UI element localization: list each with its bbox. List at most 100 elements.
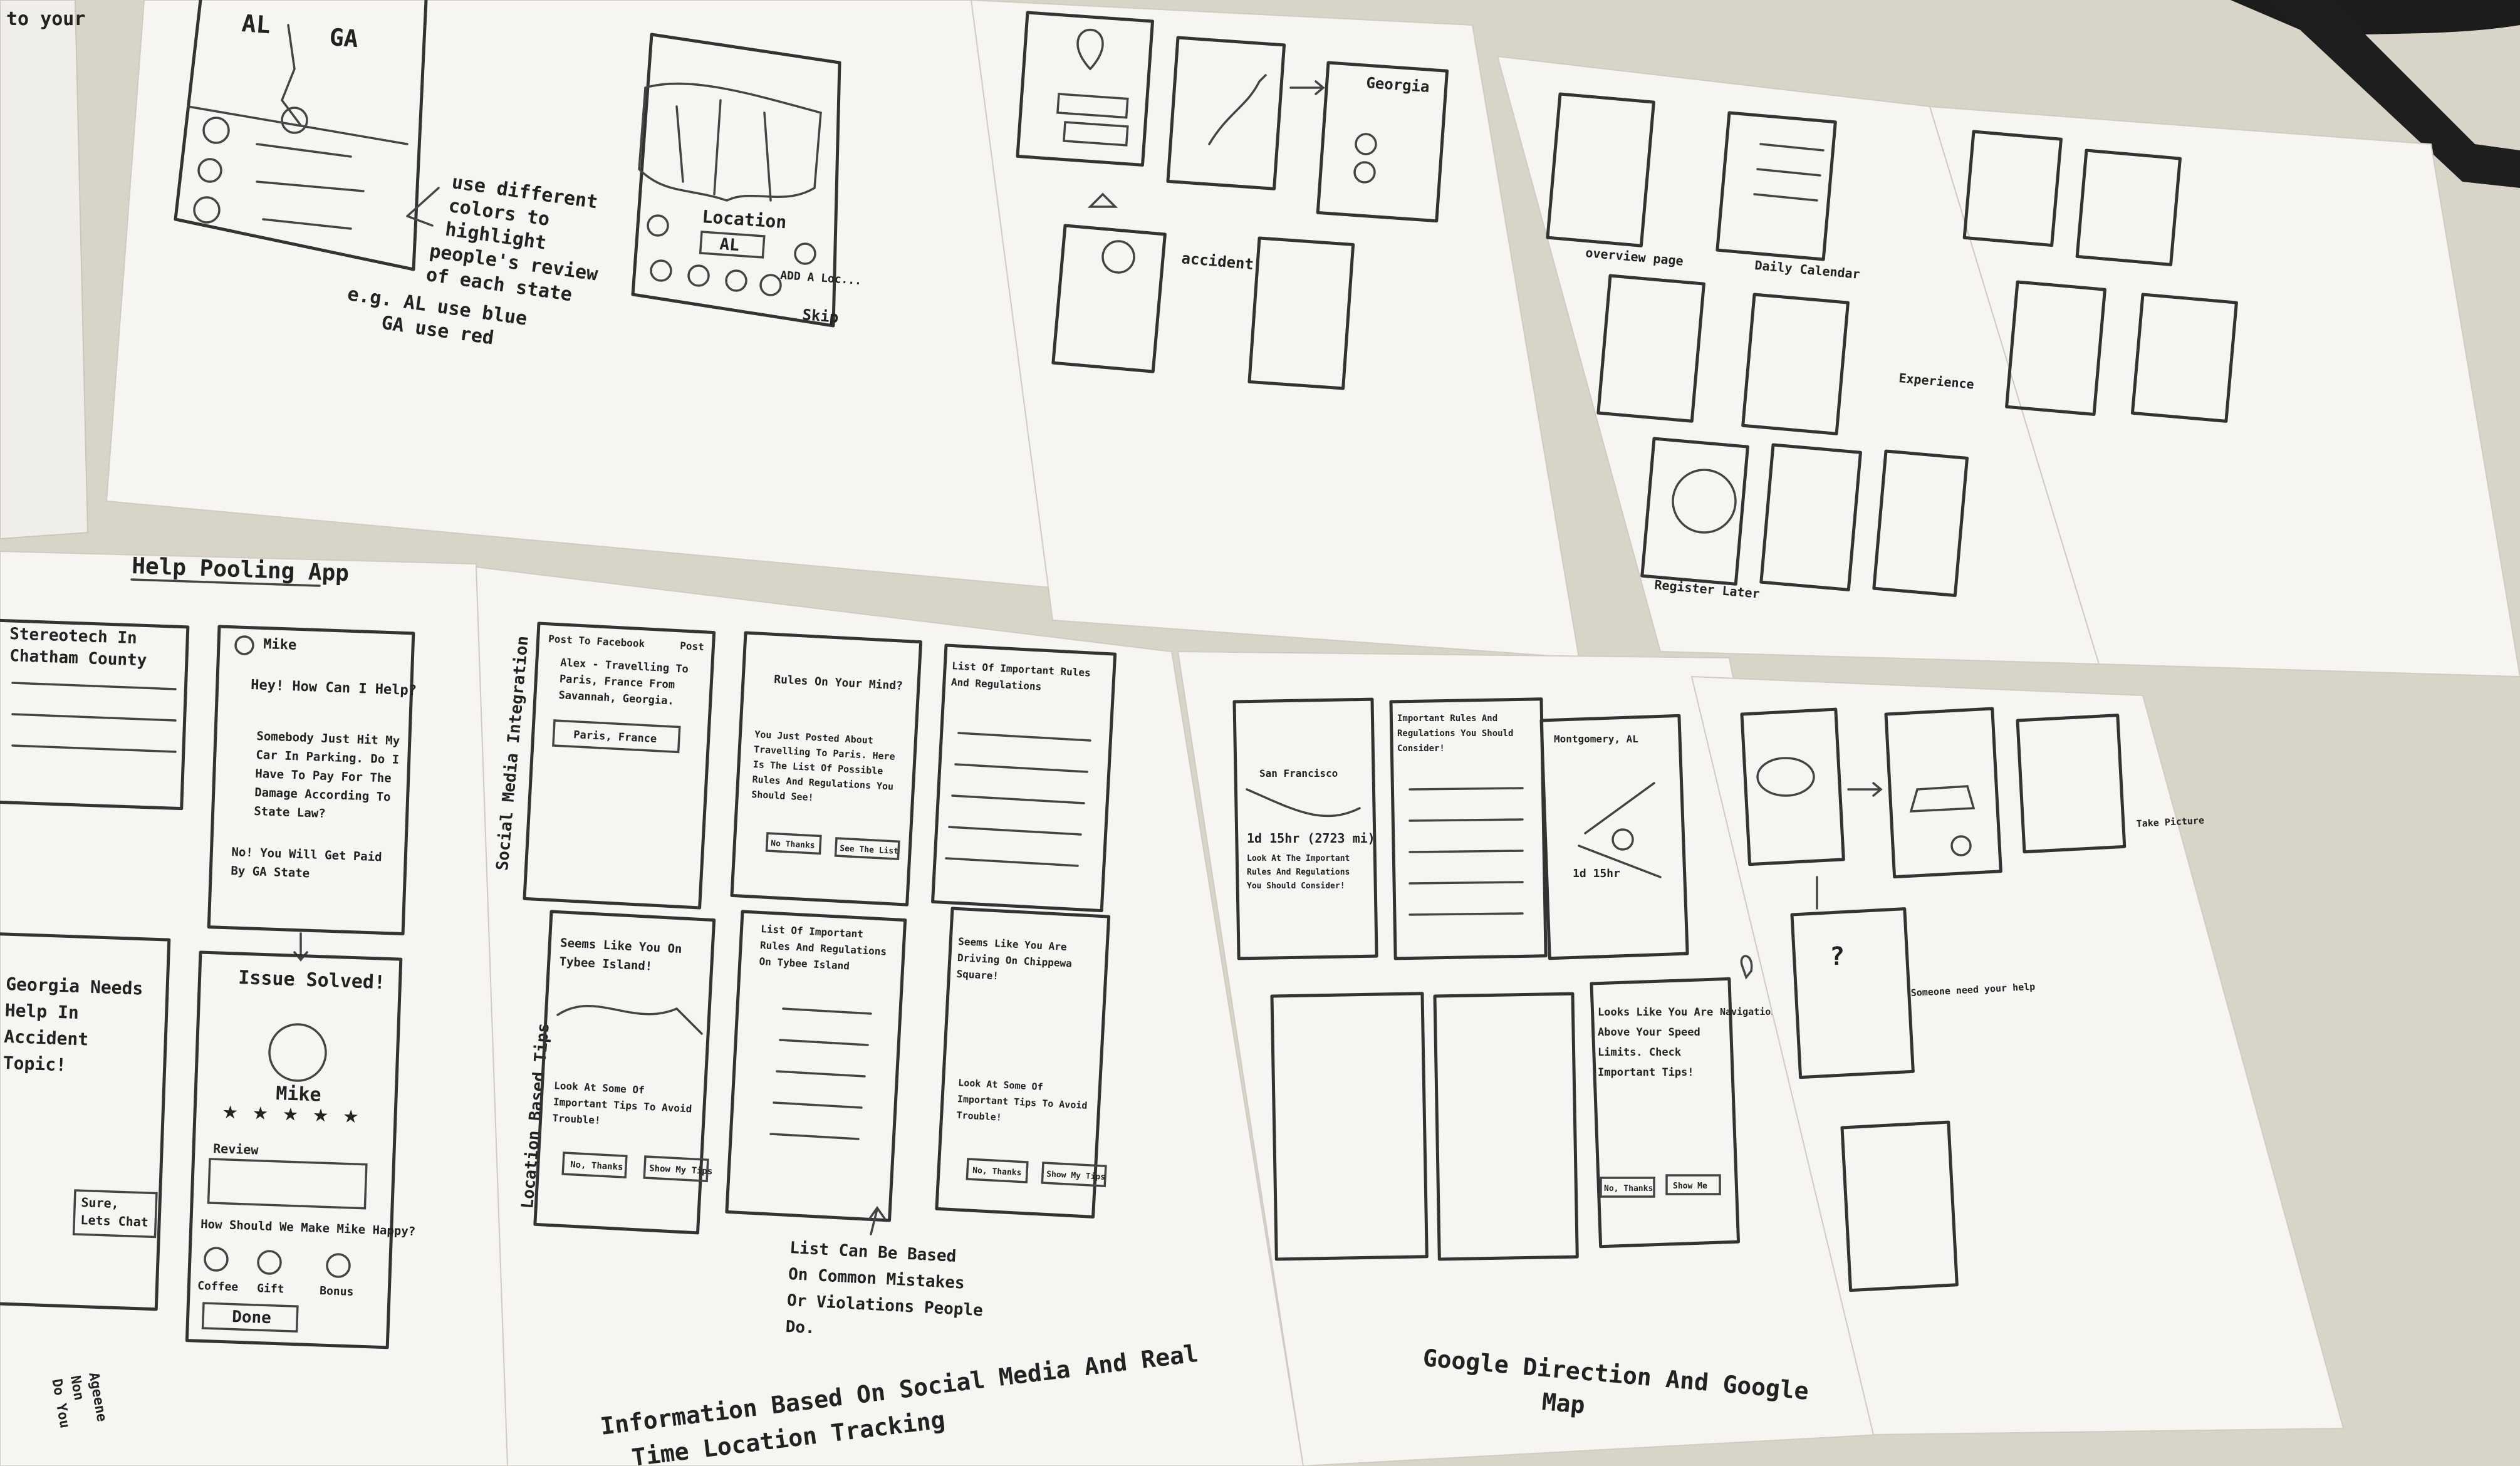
island-rules-box: List Of Important Rules And Regulations … <box>759 922 887 972</box>
bonus-icon[interactable] <box>326 1253 351 1278</box>
sheet-states-paper <box>105 0 1066 590</box>
flow-input-1[interactable] <box>1056 93 1129 119</box>
minus-icon[interactable] <box>647 214 669 237</box>
done-button-label: Done <box>232 1307 272 1328</box>
warning-icon <box>1087 192 1118 208</box>
nav-position-icon <box>1611 828 1634 851</box>
right-screen-2 <box>2075 148 2182 266</box>
table-edge <box>1942 0 2520 38</box>
chat-screen-4 <box>1790 907 1915 1079</box>
google-rules-box: Important Rules And Regulations You Shou… <box>1397 714 1513 754</box>
post-place-chip[interactable] <box>552 719 681 754</box>
annotation-arrow <box>868 1205 886 1235</box>
square-no-button[interactable] <box>966 1158 1029 1183</box>
user-avatar-icon <box>268 1023 327 1082</box>
nav-city: Montgomery, AL <box>1554 733 1638 745</box>
camera-icon[interactable] <box>1950 835 1972 856</box>
state-label-ga: GA <box>328 23 359 53</box>
state-label-al: AL <box>241 9 271 39</box>
google-empty-1 <box>1270 992 1429 1261</box>
island-rules-title: List Of Important Rules And Regulations … <box>759 922 887 972</box>
annotation-4: Do. <box>785 1318 815 1338</box>
location-dropdown[interactable] <box>699 231 766 259</box>
help-left-lower-screen <box>0 932 171 1311</box>
flow-option-1[interactable] <box>1355 133 1377 155</box>
island-show-label: Show My Tips <box>649 1163 713 1177</box>
car-icon <box>1909 785 1976 813</box>
rules-title: List Of Important Rules And Regulations <box>950 659 1091 693</box>
flow-option-2[interactable] <box>1353 161 1376 184</box>
chat-arrow-1 <box>1847 782 1883 797</box>
grid-screen-7 <box>1872 449 1969 597</box>
skip-link[interactable]: Skip <box>801 306 839 326</box>
sheet-chat: Take Picture ? Someone need your help <box>1690 675 2345 1436</box>
square-screen <box>935 907 1111 1219</box>
island-title-box: Seems Like You On Tybee Island! <box>559 935 682 974</box>
route-line <box>1208 74 1267 145</box>
issue-user-name: Mike <box>276 1083 321 1106</box>
microphone-icon <box>1740 955 1753 980</box>
right-screen-3 <box>2005 280 2106 416</box>
right-screen-4 <box>2130 293 2238 423</box>
grid-screen-6 <box>1759 443 1862 591</box>
grid-screen-1 <box>1546 92 1655 247</box>
rules-list <box>945 732 1091 867</box>
square-show-button[interactable] <box>1041 1162 1107 1188</box>
table-edge-strut <box>2268 0 2520 188</box>
flow-screen-2 <box>1166 36 1286 190</box>
post-header-right[interactable]: Post <box>680 640 704 653</box>
sure-button-label-box: Sure, Lets Chat <box>80 1195 148 1230</box>
grid-screen-2 <box>1716 111 1837 261</box>
speed-no-button[interactable] <box>1600 1177 1655 1198</box>
social-screen-rules <box>931 643 1117 913</box>
speed-no-label: No, Thanks <box>1604 1184 1653 1193</box>
google-screen-speed <box>1590 977 1741 1249</box>
tips-no-button[interactable] <box>765 832 822 855</box>
grid-dial <box>1672 469 1737 534</box>
sheet-google: San Francisco 1d 15hr (2723 mi) Look At … <box>1177 650 1881 1466</box>
grid-screen-3 <box>1596 274 1705 423</box>
help-chat-screen <box>207 625 415 936</box>
island-map-sketch <box>556 1005 703 1035</box>
gift-icon[interactable] <box>257 1250 282 1275</box>
square-title: Seems Like You Are Driving On Chippewa S… <box>956 935 1073 982</box>
coffee-icon[interactable] <box>204 1247 229 1272</box>
flow-screen-5 <box>1247 236 1355 390</box>
location-dropdown-value: AL <box>719 235 740 255</box>
review-icon-2 <box>687 264 710 287</box>
speed-text: Looks Like You Are Above Your Speed Limi… <box>1598 1006 1714 1079</box>
post-text: Alex - Travelling To Paris, France From … <box>558 656 689 708</box>
plus-icon[interactable] <box>794 242 816 265</box>
sure-button[interactable] <box>72 1189 158 1239</box>
flow-arrow-1 <box>1289 80 1325 95</box>
route-start: San Francisco <box>1259 767 1338 779</box>
route-path <box>1246 788 1361 818</box>
done-button[interactable] <box>201 1302 299 1333</box>
tips-see-button[interactable] <box>834 837 900 861</box>
island-show-button[interactable] <box>643 1155 709 1183</box>
chat-user: Mike <box>263 637 297 653</box>
help-left-title-1: Stereotech In <box>9 625 137 648</box>
square-show-label: Show My Tips <box>1046 1170 1106 1182</box>
rating-stars[interactable]: ★ ★ ★ ★ ★ <box>222 1096 359 1130</box>
question-mark: ? <box>1830 942 1845 971</box>
reward-bonus: Bonus <box>320 1284 354 1299</box>
calendar-grid <box>1753 143 1825 202</box>
review-icon-3 <box>725 269 747 292</box>
grid-screen-4 <box>1741 293 1850 435</box>
google-empty-2 <box>1433 992 1579 1261</box>
speed-show-button[interactable] <box>1665 1174 1721 1195</box>
reward-coffee: Coffee <box>197 1279 239 1294</box>
island-no-label: No, Thanks <box>570 1160 623 1172</box>
chat-screen-2 <box>1884 707 2002 879</box>
review-input[interactable] <box>207 1158 368 1210</box>
social-screen-tips <box>730 631 923 907</box>
island-rules-list <box>769 1007 872 1140</box>
speed-show-label: Show Me <box>1673 1182 1707 1191</box>
chat-screen-1 <box>1740 707 1845 866</box>
island-title: Seems Like You On Tybee Island! <box>559 935 682 974</box>
flow-input-2[interactable] <box>1063 121 1129 147</box>
social-screen-post <box>523 621 716 910</box>
island-no-button[interactable] <box>561 1151 628 1179</box>
